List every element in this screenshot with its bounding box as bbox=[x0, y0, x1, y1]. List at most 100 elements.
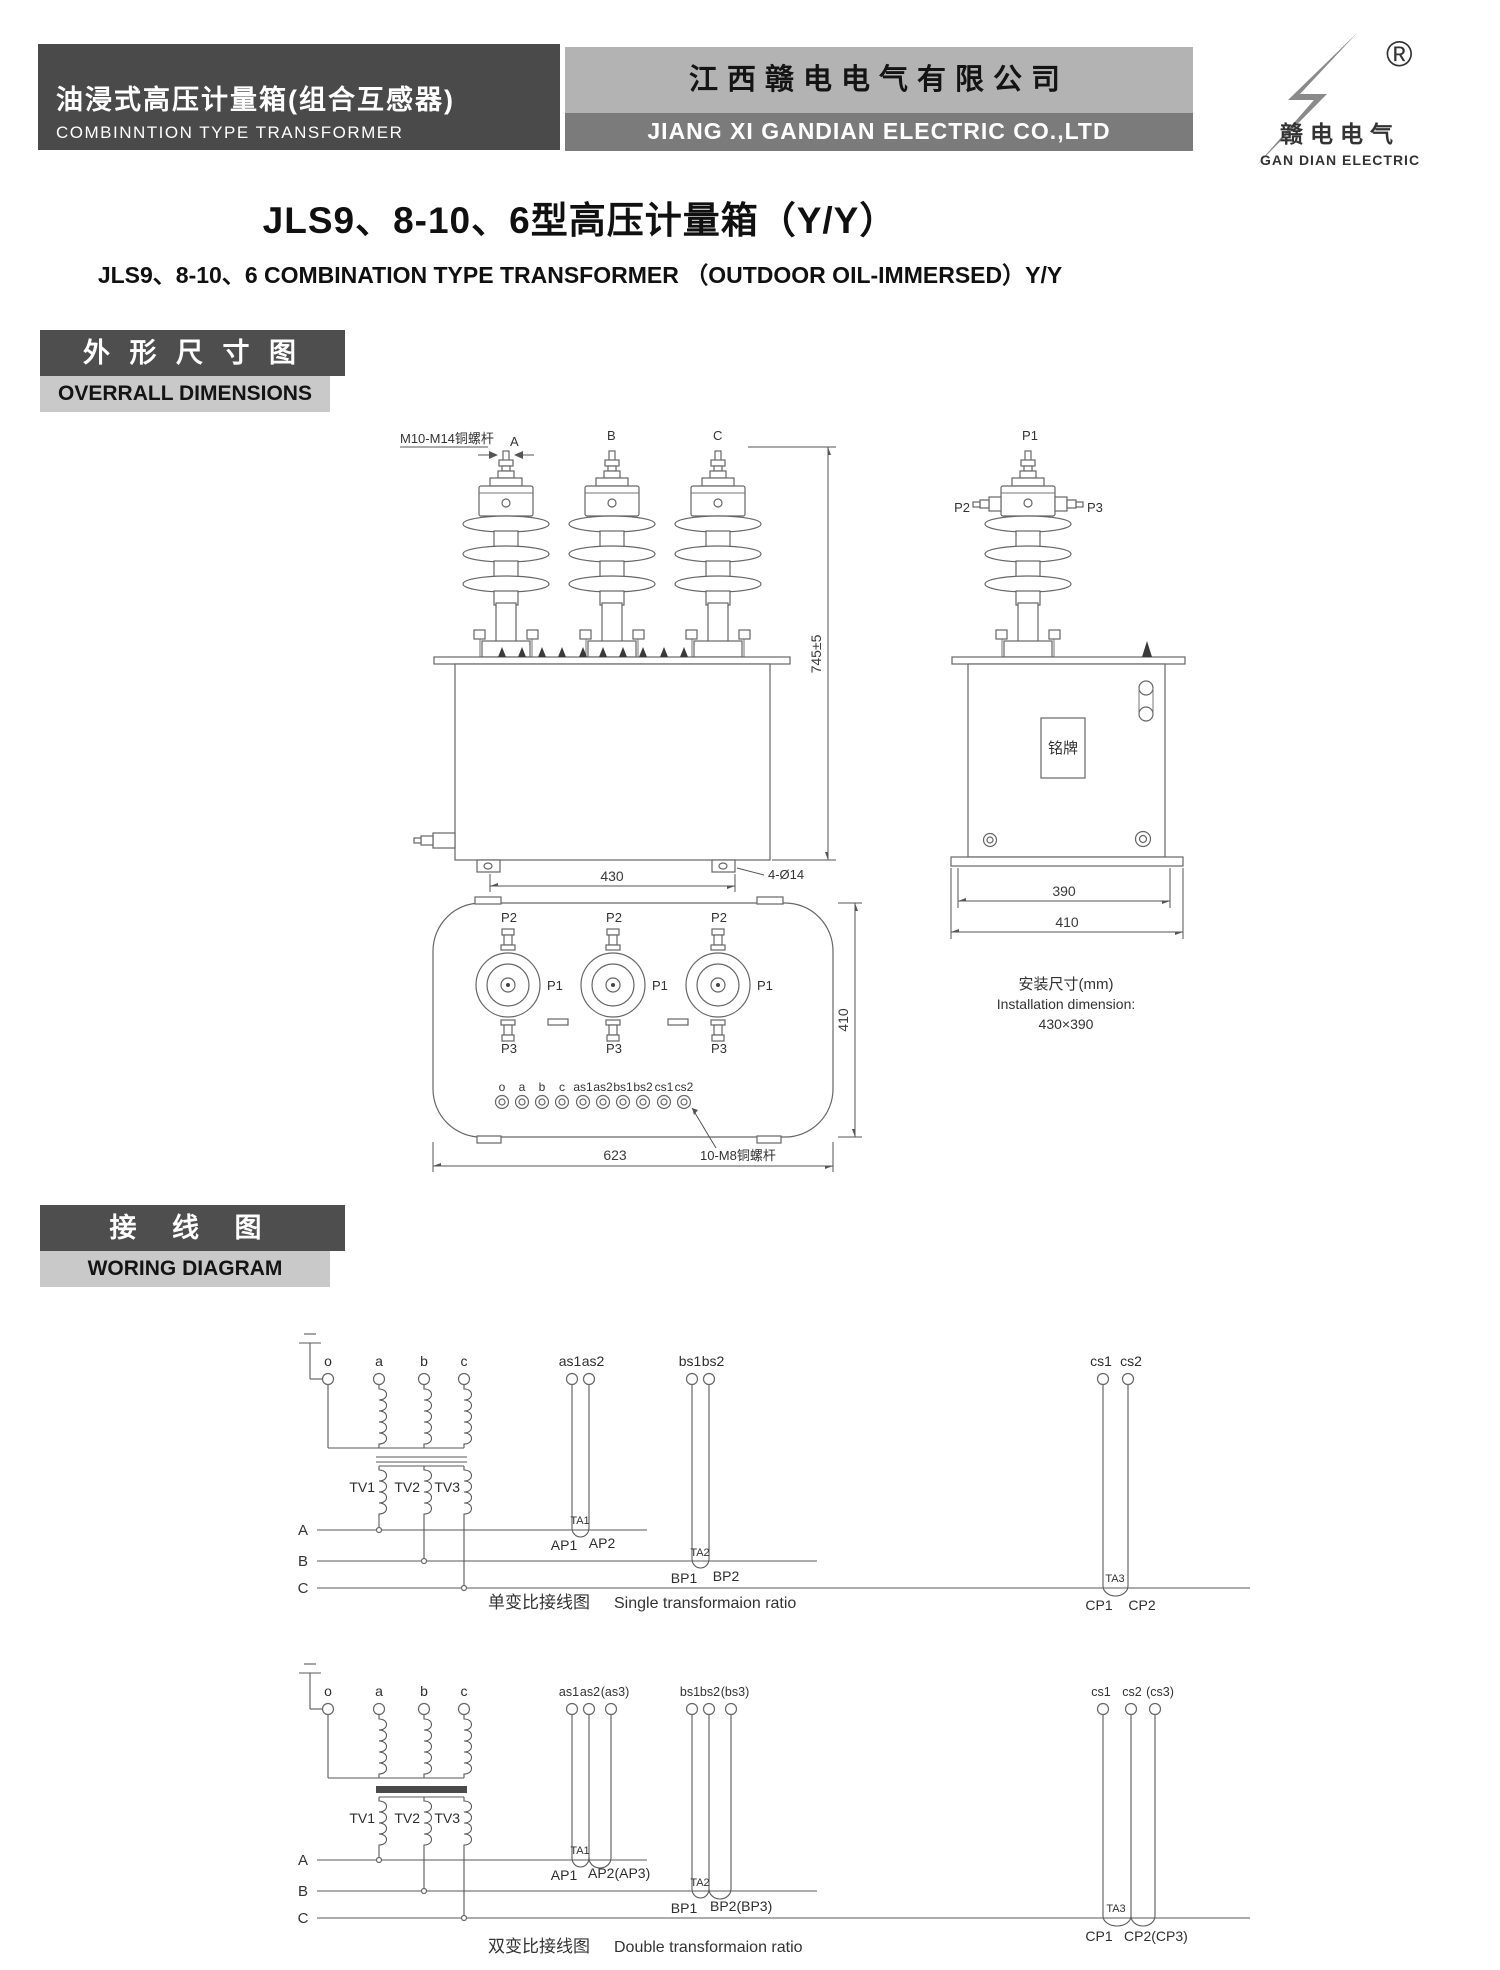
s-tv1: TV1 bbox=[349, 1479, 375, 1495]
terminal-cs2: cs2 bbox=[675, 1080, 694, 1094]
s-cp1: CP1 bbox=[1085, 1597, 1112, 1613]
base-channel bbox=[950, 856, 1184, 867]
s-tv2: TV2 bbox=[394, 1479, 420, 1495]
front-bolt-note: M10-M14铜螺杆 bbox=[400, 431, 494, 446]
dimension-drawings: M10-M14铜螺杆 A B C 745±5 430 4-Ø14 bbox=[400, 428, 1186, 1172]
drain-valve bbox=[432, 832, 456, 849]
tank-top-outline bbox=[432, 902, 834, 1138]
d-bp23: BP2(BP3) bbox=[710, 1898, 772, 1914]
top-b-p1: P1 bbox=[652, 978, 668, 993]
secondary-studs-row bbox=[498, 647, 688, 657]
front-label-c: C bbox=[713, 428, 722, 443]
terminal-as1: as1 bbox=[573, 1080, 593, 1094]
d-term-b: b bbox=[420, 1683, 428, 1699]
front-view: M10-M14铜螺杆 A B C 745±5 430 4-Ø14 bbox=[400, 428, 836, 892]
double-caption-en: Double transformaion ratio bbox=[614, 1939, 803, 1956]
product-title-en: COMBINNTION TYPE TRANSFORMER bbox=[56, 123, 404, 142]
d-cs2: cs2 bbox=[1122, 1685, 1142, 1699]
section-wiring-en: WORING DIAGRAM bbox=[40, 1251, 330, 1287]
top-c-p3: P3 bbox=[711, 1041, 727, 1056]
logo-text-en: GAN DIAN ELECTRIC bbox=[1260, 152, 1420, 168]
terminal-cs1: cs1 bbox=[655, 1080, 674, 1094]
company-name-zh: 江西赣电电气有限公司 bbox=[565, 47, 1193, 113]
d-cp: CP1 bbox=[1085, 1928, 1112, 1944]
double-caption-zh: 双变比接线图 bbox=[488, 1937, 590, 1956]
top-a-p2: P2 bbox=[501, 910, 517, 925]
s-ap1: AP1 bbox=[551, 1537, 578, 1553]
front-label-a: A bbox=[510, 434, 519, 449]
terminal-strip: o a b c as1 as2 bs1 bs2 cs1 cs2 bbox=[494, 1080, 694, 1110]
registered-mark: ® bbox=[1386, 33, 1413, 74]
d-phase-a: A bbox=[298, 1852, 308, 1869]
top-a-p1: P1 bbox=[547, 978, 563, 993]
front-label-b: B bbox=[607, 428, 616, 443]
install-note-size: 430×390 bbox=[1039, 1016, 1094, 1032]
s-ta2: TA2 bbox=[690, 1547, 709, 1559]
d-cs1: cs1 bbox=[1091, 1685, 1111, 1699]
side-flange bbox=[951, 656, 1186, 665]
s-as2: as2 bbox=[582, 1353, 605, 1369]
d-bs3: (bs3) bbox=[721, 1685, 749, 1699]
tank-flange bbox=[433, 656, 791, 665]
s-bs2: bs2 bbox=[702, 1353, 725, 1369]
d-ta2: TA2 bbox=[690, 1877, 709, 1889]
logo-lightning-icon bbox=[1256, 32, 1358, 166]
ground-symbol bbox=[299, 1663, 322, 1710]
single-ratio-diagram: o a b c TV1 TV2 TV3 A B bbox=[298, 1333, 1250, 1613]
terminal-a: a bbox=[519, 1080, 526, 1094]
s-phase-a: A bbox=[298, 1522, 308, 1539]
terminal-o: o bbox=[499, 1080, 506, 1094]
d-term-c: c bbox=[461, 1683, 468, 1699]
side-label-p1: P1 bbox=[1022, 428, 1038, 443]
top-bolt-note: 10-M8铜螺杆 bbox=[700, 1148, 776, 1163]
s-bp1: BP1 bbox=[671, 1570, 698, 1586]
s-ta1: TA1 bbox=[570, 1515, 589, 1527]
side-view: P1 P2 P3 铭牌 390 bbox=[950, 428, 1186, 1032]
top-view: P2 P2 P2 P1 P1 P1 P3 P3 P3 o a b c as1 a… bbox=[432, 896, 862, 1172]
terminal-as2: as2 bbox=[593, 1080, 613, 1094]
d-ap23: AP2(AP3) bbox=[588, 1865, 650, 1881]
nameplate-label: 铭牌 bbox=[1048, 740, 1078, 757]
d-bs2: bs2 bbox=[700, 1685, 720, 1699]
top-c-p2: P2 bbox=[711, 910, 727, 925]
single-caption-en: Single transformaion ratio bbox=[614, 1595, 796, 1612]
side-label-p3: P3 bbox=[1087, 500, 1103, 515]
company-logo: ® 赣电电气 GAN DIAN ELECTRIC bbox=[1246, 32, 1420, 168]
wiring-diagrams: o a b c TV1 TV2 TV3 A B bbox=[298, 1333, 1250, 1956]
d-cp23: CP2(CP3) bbox=[1124, 1928, 1188, 1944]
bushing-side bbox=[984, 450, 1072, 658]
terminal-b: b bbox=[539, 1080, 546, 1094]
s-bp2: BP2 bbox=[713, 1568, 740, 1584]
s-term-b: b bbox=[420, 1353, 428, 1369]
install-note-en: Installation dimension: bbox=[997, 996, 1136, 1012]
terminal-bs1: bs1 bbox=[613, 1080, 633, 1094]
page-title-zh: JLS9、8-10、6型高压计量箱（Y/Y） bbox=[262, 200, 898, 241]
d-as1: as1 bbox=[559, 1685, 579, 1699]
top-b-p2: P2 bbox=[606, 910, 622, 925]
s-ta3: TA3 bbox=[1105, 1573, 1124, 1585]
top-c-p1: P1 bbox=[757, 978, 773, 993]
top-dim-410: 410 bbox=[835, 1008, 851, 1032]
d-ap: AP1 bbox=[551, 1867, 578, 1883]
logo-text-zh: 赣电电气 bbox=[1280, 121, 1400, 147]
side-dim-390: 390 bbox=[1052, 883, 1076, 899]
s-cp2: CP2 bbox=[1128, 1597, 1155, 1613]
s-tv3: TV3 bbox=[434, 1479, 460, 1495]
s-ap2: AP2 bbox=[589, 1535, 616, 1551]
s-term-c: c bbox=[461, 1353, 468, 1369]
core-bar bbox=[376, 1786, 467, 1793]
d-term-o: o bbox=[324, 1683, 332, 1699]
nameplate bbox=[1040, 717, 1086, 779]
double-ratio-diagram: o a b c TV1 TV2 TV3 A B C a bbox=[298, 1663, 1250, 1956]
header-product-band: 油浸式高压计量箱(组合互感器) COMBINNTION TYPE TRANSFO… bbox=[38, 44, 560, 150]
page-title-en: JLS9、8-10、6 COMBINATION TYPE TRANSFORMER… bbox=[97, 262, 1063, 288]
front-height-dim: 745±5 bbox=[808, 634, 824, 673]
d-bp: BP1 bbox=[671, 1900, 698, 1916]
s-as1: as1 bbox=[559, 1353, 582, 1369]
top-dim-623: 623 bbox=[603, 1147, 627, 1163]
s-cs2: cs2 bbox=[1120, 1353, 1142, 1369]
d-bs1: bs1 bbox=[680, 1685, 700, 1699]
bushing-front-a bbox=[462, 450, 550, 658]
bushing-front-c bbox=[674, 450, 762, 658]
terminal-c: c bbox=[559, 1080, 565, 1094]
